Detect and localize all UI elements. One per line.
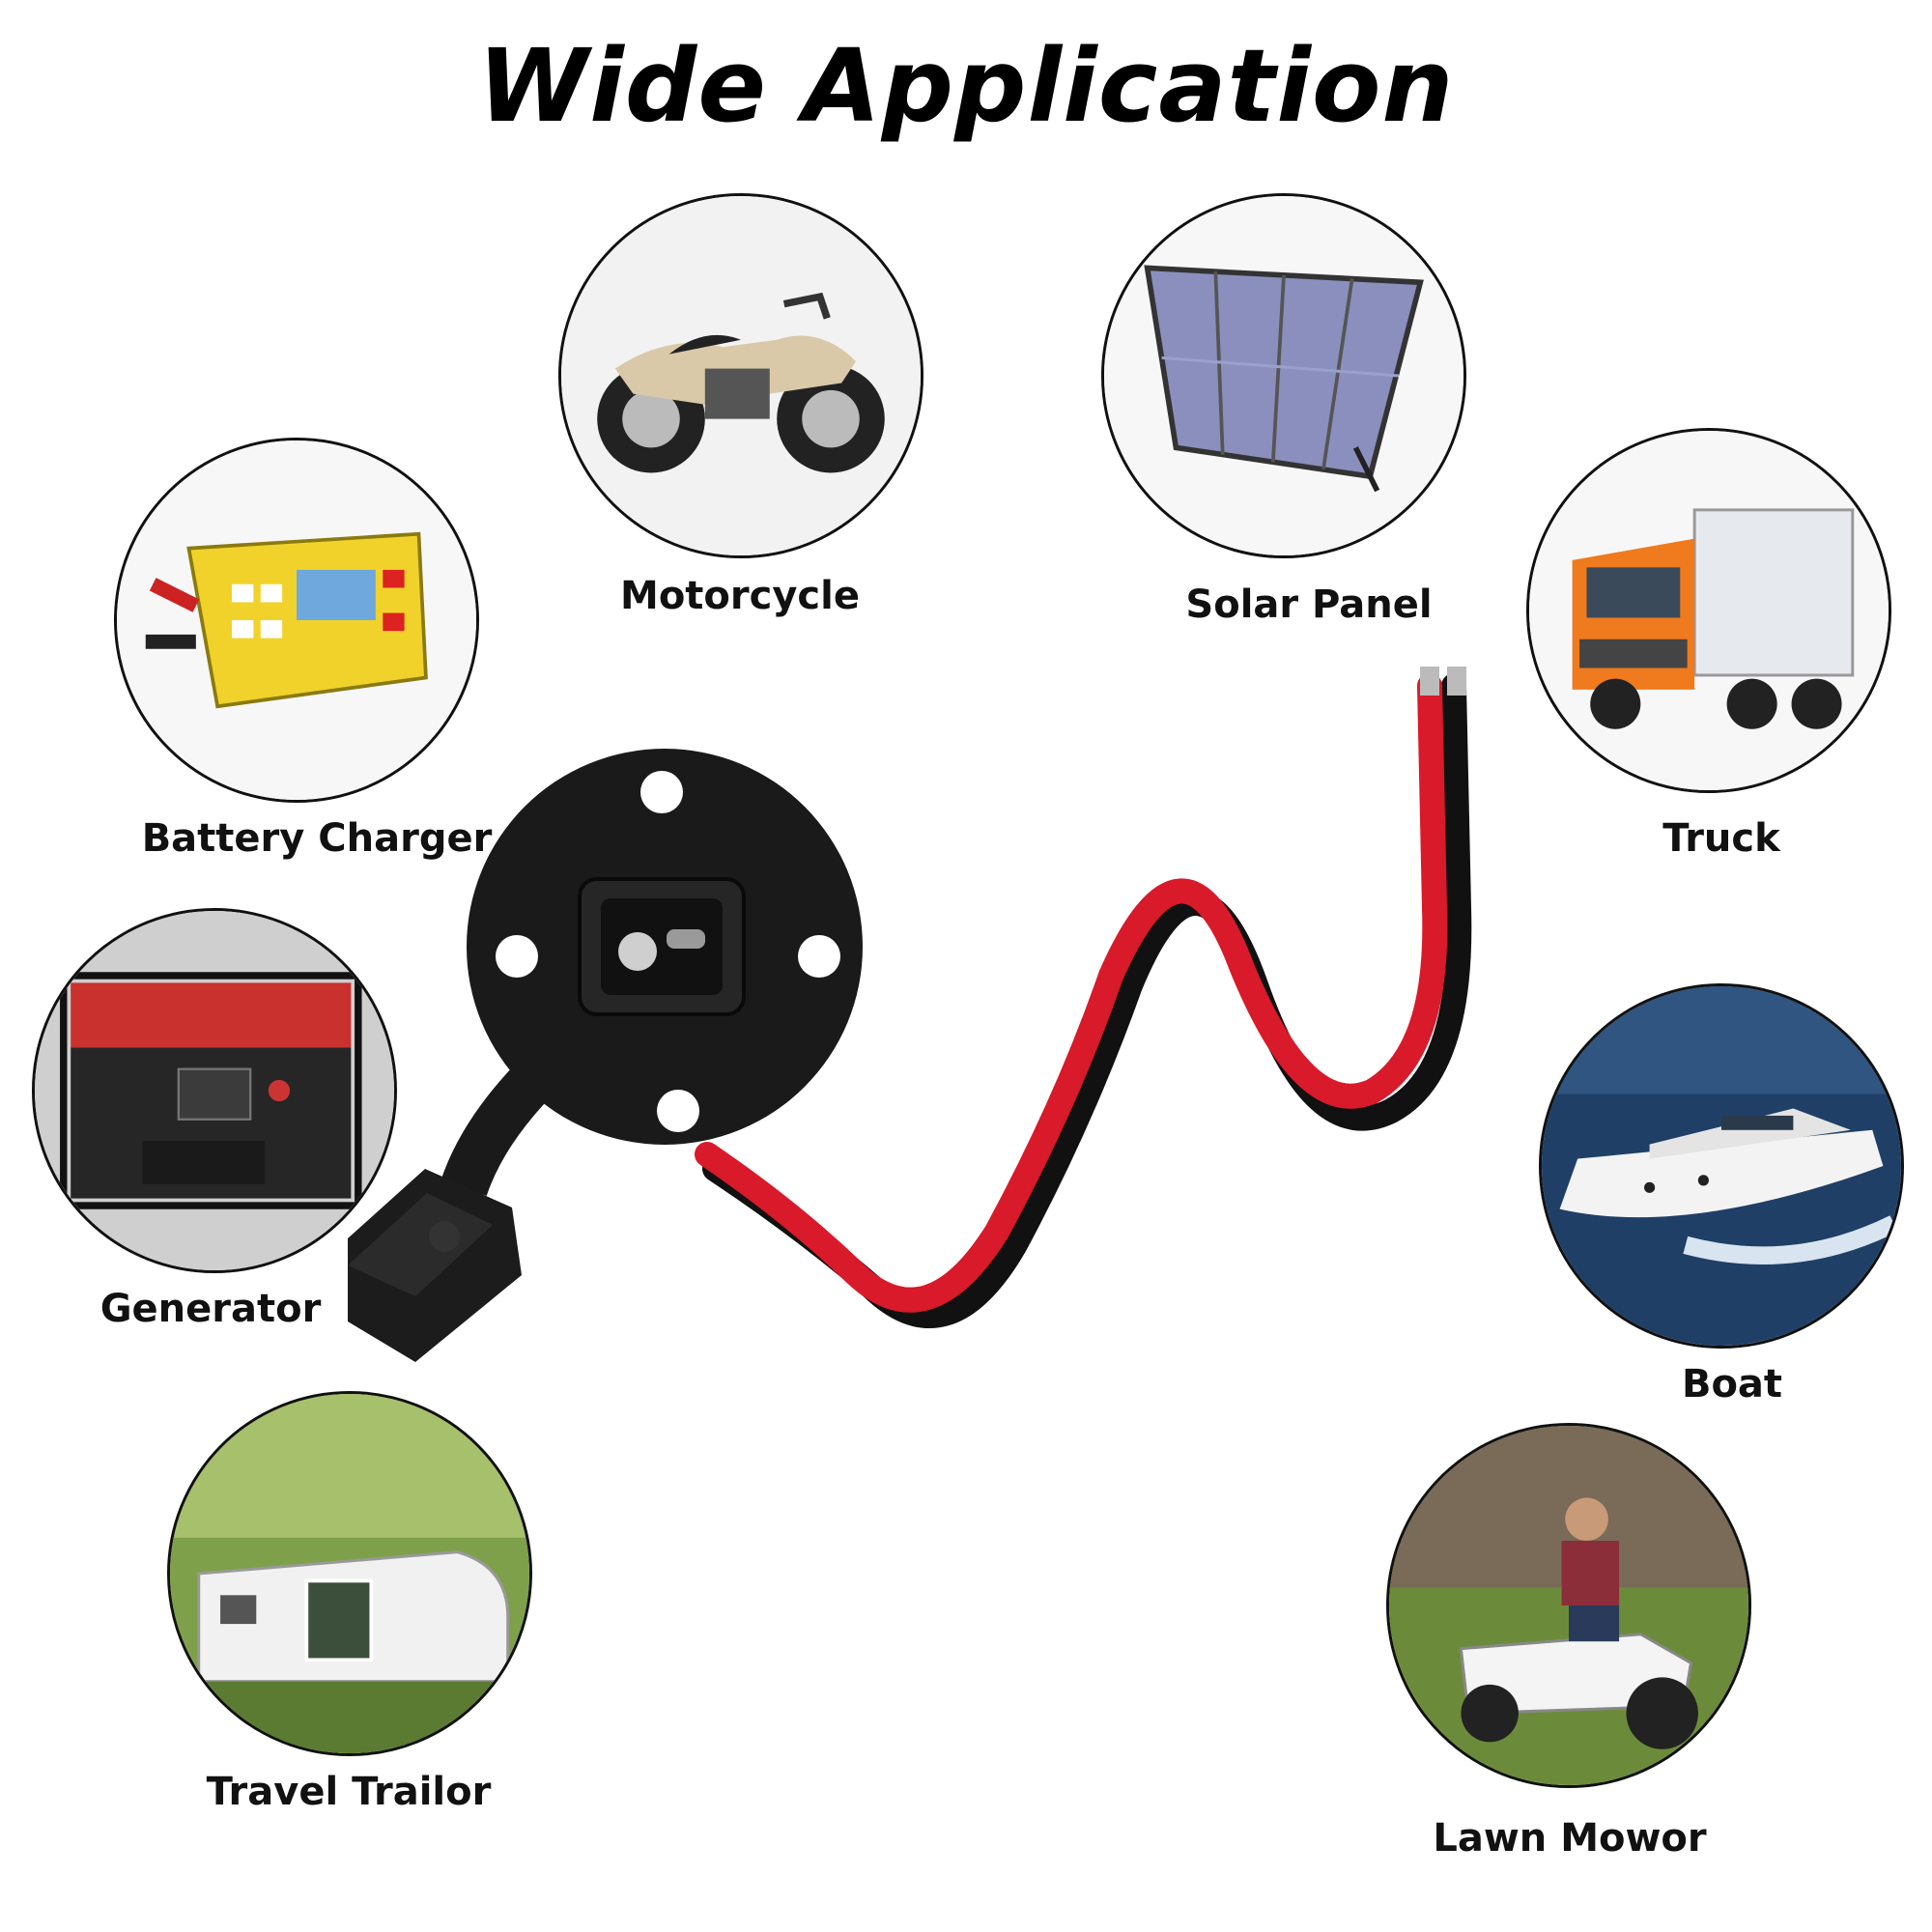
boat-image (1539, 983, 1904, 1349)
boat-icon (1542, 986, 1901, 1346)
mount-hole-bottom (657, 1090, 699, 1132)
label-truck: Truck (1662, 816, 1780, 861)
label-motorcycle: Motorcycle (620, 574, 860, 618)
truck-image (1526, 428, 1891, 793)
lawn-mower-image (1386, 1423, 1751, 1788)
socket-pin (618, 932, 657, 971)
label-solar-panel: Solar Panel (1185, 582, 1433, 627)
page-title: Wide Application (477, 27, 1455, 145)
motorcycle-image (558, 193, 923, 558)
label-lawn-mower: Lawn Mowor (1433, 1816, 1707, 1861)
travel-trailer-image (167, 1391, 532, 1756)
generator-image (32, 908, 397, 1273)
truck-icon (1529, 431, 1889, 790)
generator-icon (35, 911, 394, 1270)
mount-hole-right (798, 935, 840, 978)
label-battery-charger: Battery Charger (141, 816, 493, 861)
solar-panel-image (1101, 193, 1466, 558)
battery-charger-image (114, 438, 479, 803)
battery-charger-icon (117, 440, 476, 800)
label-boat: Boat (1681, 1362, 1783, 1406)
motorcycle-icon (561, 196, 921, 555)
mount-hole-left (496, 935, 538, 978)
label-travel-trailer: Travel Trailor (206, 1770, 492, 1814)
wire-tip-red (1420, 667, 1439, 696)
solar-panel-icon (1104, 196, 1463, 555)
travel-trailer-icon (170, 1394, 529, 1753)
lawn-mower-icon (1389, 1426, 1748, 1785)
wire-tip-black (1447, 667, 1466, 696)
label-generator: Generator (99, 1287, 322, 1331)
sae-socket-product (348, 667, 1472, 1362)
mount-hole-top (640, 771, 683, 813)
